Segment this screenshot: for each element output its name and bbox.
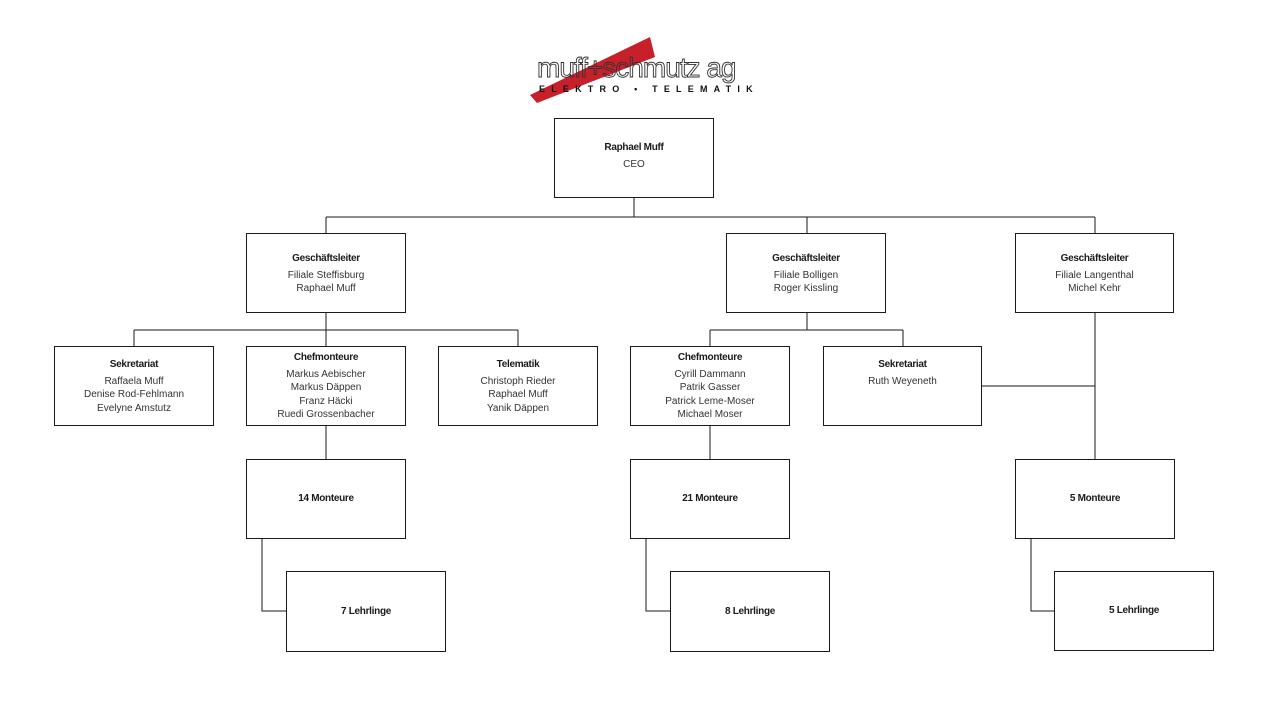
department-title: Chefmonteure [677,352,743,363]
department-chefmonteure-steffisburg: Chefmonteure Markus Aebischer Markus Däp… [246,346,406,426]
branch-head-bolligen: Geschäftsleiter Filiale Bolligen Roger K… [726,233,886,313]
department-title: Chefmonteure [293,352,359,363]
department-sekretariat-bolligen: Sekretariat Ruth Weyeneth [823,346,982,426]
department-telematik-steffisburg: Telematik Christoph Rieder Raphael Muff … [438,346,598,426]
monteure-box-bolligen: 21 Monteure [630,459,790,539]
department-sekretariat-steffisburg: Sekretariat Raffaela Muff Denise Rod-Feh… [54,346,214,426]
branch-manager: Roger Kissling [773,283,839,294]
lehrlinge-box-steffisburg: 7 Lehrlinge [286,571,446,652]
lehrlinge-count: 8 Lehrlinge [724,605,776,617]
monteure-count: 5 Monteure [1069,493,1121,505]
department-member: Denise Rod-Fehlmann [83,389,185,400]
department-member: Ruedi Grossenbacher [277,409,375,420]
lehrlinge-box-langenthal: 5 Lehrlinge [1054,571,1214,651]
department-member: Franz Häcki [299,395,353,407]
department-member: Michael Moser [677,409,743,420]
branch-manager: Raphael Muff [296,283,356,294]
department-member: Markus Däppen [290,382,362,393]
ceo-box: Raphael Muff CEO [554,118,714,198]
department-chefmonteure-bolligen: Chefmonteure Cyrill Dammann Patrik Gasse… [630,346,790,426]
monteure-count: 14 Monteure [298,493,354,505]
branch-manager: Michel Kehr [1068,283,1121,294]
branch-head-langenthal: Geschäftsleiter Filiale Langenthal Miche… [1015,233,1174,313]
department-member: Yanik Däppen [486,402,550,414]
ceo-name: Raphael Muff [604,142,664,153]
connector [1030,538,1055,612]
department-title: Telematik [496,359,540,370]
department-member: Patrik Gasser [679,382,741,393]
monteure-box-steffisburg: 14 Monteure [246,459,406,539]
lehrlinge-count: 5 Lehrlinge [1108,605,1160,617]
department-member: Ruth Weyeneth [868,375,937,387]
department-member: Patrick Leme-Moser [665,395,755,407]
department-title: Sekretariat [878,359,927,370]
lehrlinge-count: 7 Lehrlinge [340,605,392,617]
department-member: Markus Aebischer [286,368,366,380]
monteure-box-langenthal: 5 Monteure [1015,459,1175,539]
logo-tagline: ELEKTRO • TELEMATIK [539,84,759,94]
company-logo: muff+schmutz ag ELEKTRO • TELEMATIK [525,35,775,105]
branch-title: Geschäftsleiter [292,253,360,264]
department-member: Raffaela Muff [104,375,164,387]
department-title: Sekretariat [109,359,159,370]
branch-head-steffisburg: Geschäftsleiter Filiale Steffisburg Raph… [246,233,406,313]
monteure-count: 21 Monteure [682,493,738,505]
branch-title: Geschäftsleiter [1060,253,1129,264]
connector [261,538,287,612]
branch-location: Filiale Langenthal [1055,269,1134,281]
ceo-role: CEO [623,158,645,170]
department-member: Christoph Rieder [480,375,556,387]
lehrlinge-box-bolligen: 8 Lehrlinge [670,571,830,652]
branch-location: Filiale Bolligen [773,269,839,281]
connector [645,538,671,612]
logo-graphic: muff+schmutz ag ELEKTRO • TELEMATIK [530,37,759,103]
branch-location: Filiale Steffisburg [287,269,365,281]
department-member: Cyrill Dammann [674,368,746,380]
branch-title: Geschäftsleiter [772,253,840,264]
department-member: Evelyne Amstutz [97,402,171,414]
logo-red-swoosh [530,37,655,103]
department-member: Raphael Muff [488,389,548,400]
logo-brand-text: muff+schmutz ag [537,52,735,83]
